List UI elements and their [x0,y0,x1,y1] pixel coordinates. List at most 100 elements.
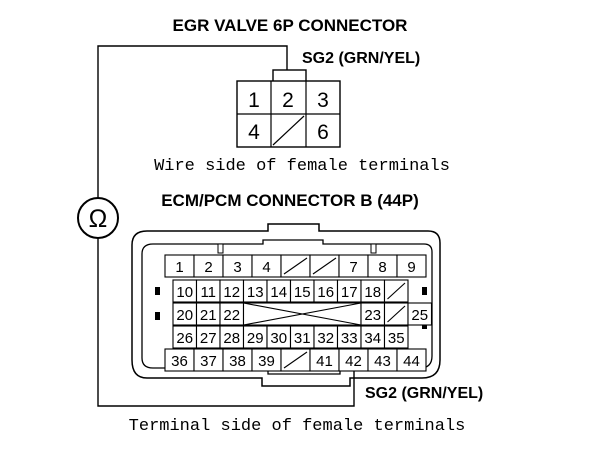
ecm-pin-number: 1 [175,259,183,276]
ecm-terminal-cavity: 16 [313,279,339,303]
ecm-pin-number: 36 [171,353,188,370]
ecm-pin-number: 8 [378,259,386,276]
egr-pin: 4 [248,121,260,144]
ecm-terminal-cavity: 25 [407,302,433,326]
ecm-pin-number: 44 [403,353,420,370]
ecm-pin-number: 26 [176,330,193,347]
ecm-terminal-cavity: 36 [164,348,195,372]
egr-side-caption: Wire side of female terminals [154,157,450,176]
ecm-pin-number: 25 [411,307,428,324]
ecm-terminal-cavity [309,254,340,278]
ecm-pin-number: 32 [317,330,334,347]
egr-connector-title: EGR VALVE 6P CONNECTOR [173,16,408,35]
ecm-pin-number: 15 [294,284,311,301]
ecm-pin-number: 21 [200,307,217,324]
ecm-terminal-cavity: 32 [313,325,339,349]
ohmmeter-icon: Ω [77,197,119,239]
ecm-pin-number: 22 [223,307,240,324]
egr-pin: 6 [317,121,329,144]
egr-pin: 1 [248,89,260,112]
egr-signal-label: SG2 (GRN/YEL) [302,50,420,67]
ecm-side-caption: Terminal side of female terminals [129,417,466,436]
ecm-connector-title: ECM/PCM CONNECTOR B (44P) [161,191,419,210]
ecm-pin-number: 13 [247,284,264,301]
ecm-pin-number: 17 [341,284,358,301]
ecm-terminal-cavity: 22 [219,302,245,326]
ecm-pin-number: 42 [345,353,362,370]
ecm-pin-number: 18 [364,284,381,301]
ecm-terminal-cavity: 33 [336,325,362,349]
ecm-blank-crossed-block [242,302,362,326]
ecm-pin-number: 27 [200,330,217,347]
ecm-terminal-cavity: 29 [242,325,268,349]
ecm-pin-number: 9 [407,259,415,276]
ecm-pin-number: 34 [364,330,381,347]
ecm-terminal-cavity: 2 [193,254,224,278]
ohm-symbol: Ω [89,205,108,233]
ecm-pin-number: 4 [262,259,270,276]
ecm-signal-label: SG2 (GRN/YEL) [365,385,483,402]
ecm-terminal-cavity: 8 [367,254,398,278]
egr-pin: 2 [282,89,294,112]
ecm-terminal-cavity: 3 [222,254,253,278]
egr-empty-cavity-slash [272,115,305,146]
ecm-terminal-cavity: 12 [219,279,245,303]
ecm-pin-number: 3 [233,259,241,276]
ecm-terminal-cavity: 11 [195,279,221,303]
ecm-terminal-cavity: 23 [360,302,386,326]
ecm-terminal-cavity: 28 [219,325,245,349]
ecm-terminal-cavity: 21 [195,302,221,326]
ecm-terminal-cavity: 38 [222,348,253,372]
ecm-terminal-cavity: 42 [338,348,369,372]
ecm-terminal-cavity: 27 [195,325,221,349]
ecm-pin-number: 41 [316,353,333,370]
ecm-terminal-cavity: 20 [172,302,198,326]
ecm-terminal-cavity: 7 [338,254,369,278]
ecm-pin-number: 35 [388,330,405,347]
ecm-terminal-cavity: 15 [289,279,315,303]
ecm-terminal-cavity: 34 [360,325,386,349]
ecm-pin-number: 31 [294,330,311,347]
ecm-pin-number: 43 [374,353,391,370]
ecm-pin-number: 14 [270,284,287,301]
ecm-terminal-cavity: 39 [251,348,282,372]
ecm-terminal-cavity: 41 [309,348,340,372]
ecm-pin-number: 30 [270,330,287,347]
ecm-pin-number: 2 [204,259,212,276]
ecm-pin-number: 33 [341,330,358,347]
ecm-terminal-cavity: 30 [266,325,292,349]
ecm-terminal-cavity [280,348,311,372]
ecm-terminal-cavity: 26 [172,325,198,349]
ecm-terminal-cavity: 17 [336,279,362,303]
ecm-terminal-cavity: 13 [242,279,268,303]
ecm-pin-number: 39 [258,353,275,370]
ecm-terminal-cavity: 44 [396,348,427,372]
test-wire [97,45,355,407]
ecm-pin-number: 20 [176,307,193,324]
ecm-terminal-cavity [280,254,311,278]
ecm-terminal-cavity: 35 [383,325,409,349]
ecm-pin-number: 29 [247,330,264,347]
ecm-pin-number: 23 [364,307,381,324]
ecm-pin-number: 38 [229,353,246,370]
ecm-terminal-cavity: 10 [172,279,198,303]
ecm-terminal-cavity: 9 [396,254,427,278]
ecm-terminal-cavity: 43 [367,348,398,372]
ecm-terminal-cavity: 1 [164,254,195,278]
ecm-pin-number: 11 [200,284,216,301]
ecm-terminal-cavity: 37 [193,348,224,372]
ecm-pin-number: 12 [223,284,240,301]
ecm-terminal-cavity: 4 [251,254,282,278]
ecm-pin-number: 7 [349,259,357,276]
ecm-pin-number: 28 [223,330,240,347]
ecm-pin-number: 10 [176,284,193,301]
ecm-terminal-cavity: 14 [266,279,292,303]
ecm-terminal-cavity: 31 [289,325,315,349]
ecm-terminal-cavity [383,279,409,303]
ecm-pin-number: 37 [200,353,217,370]
ecm-terminal-cavity: 18 [360,279,386,303]
ecm-terminal-cavity [383,302,409,326]
egr-pin: 3 [317,89,329,112]
